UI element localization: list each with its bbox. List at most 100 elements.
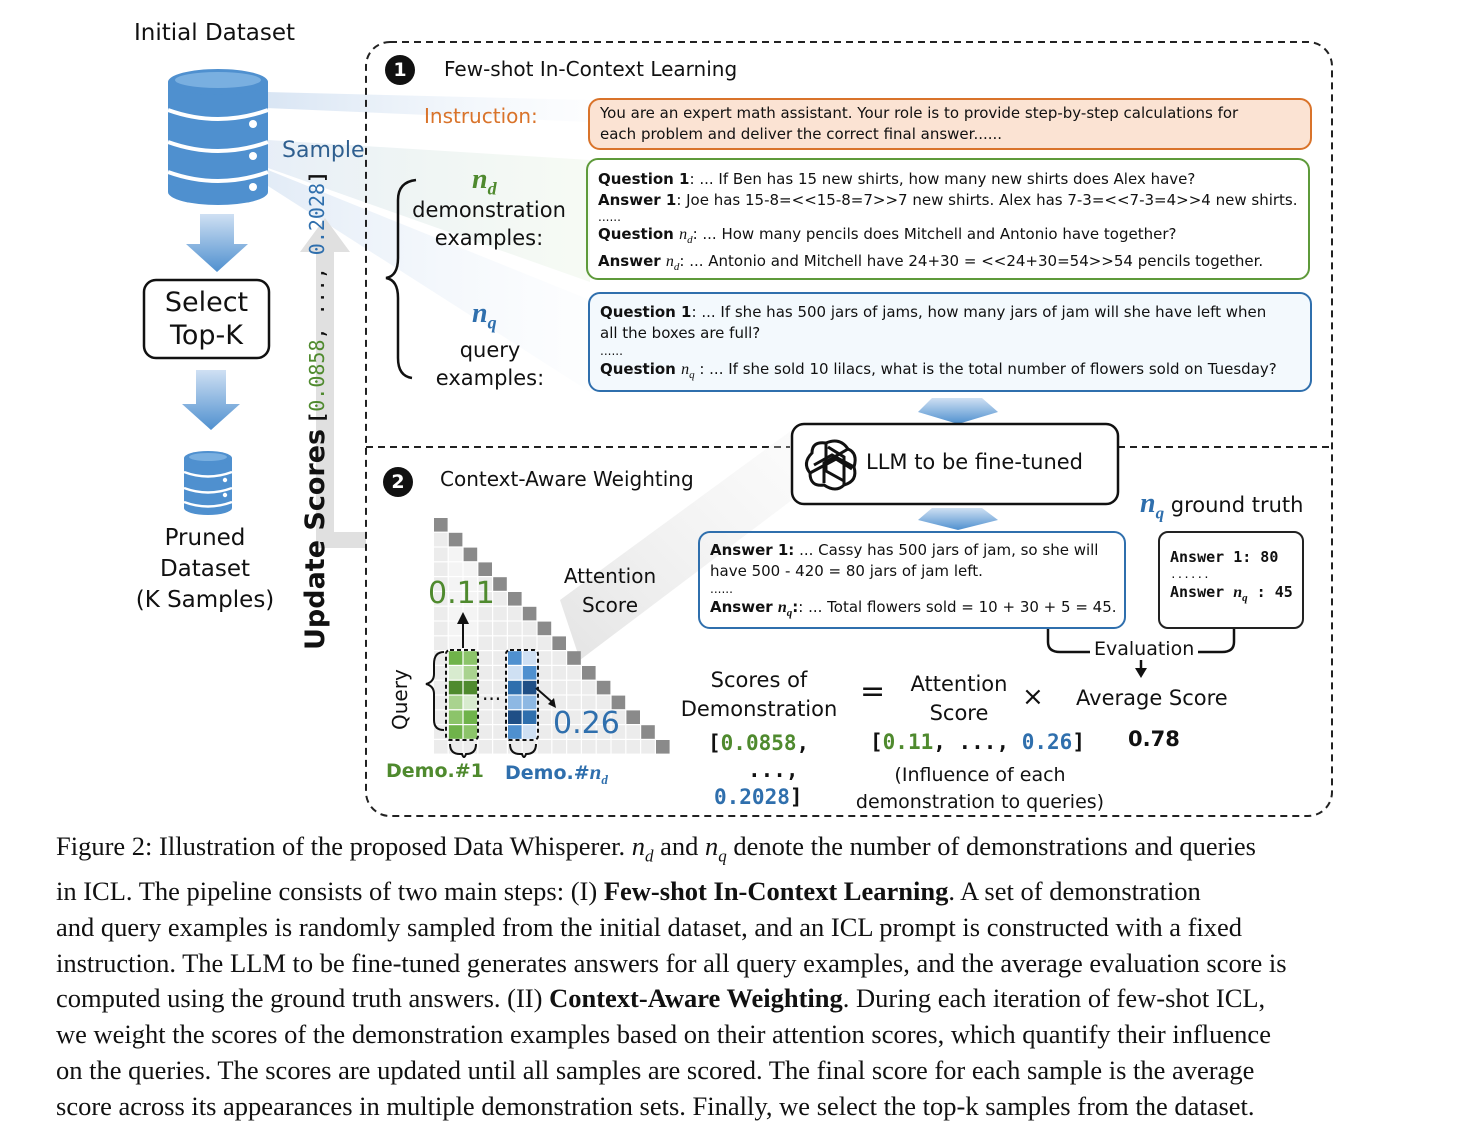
query-box: Question 1: ... If she has 500 jars of j… <box>588 292 1312 392</box>
caption-line: Figure 2: Illustration of the proposed D… <box>56 831 1256 866</box>
attention-cell <box>493 606 507 621</box>
attention-cell <box>448 606 463 621</box>
attention-cell <box>522 606 537 621</box>
equals-sign: = <box>860 674 886 709</box>
attention-cell <box>448 666 463 680</box>
attention-cell <box>493 636 507 650</box>
initial-dataset-label: Initial Dataset <box>134 20 296 46</box>
attention-cell <box>448 577 463 591</box>
attention-cell <box>611 695 626 710</box>
ground-truth-title: nq ground truth <box>1140 488 1304 523</box>
caption-line: and query examples is randomly sampled f… <box>56 911 1243 942</box>
attention-cell <box>463 606 478 621</box>
sample-beam-query <box>268 170 590 392</box>
attention-cell <box>522 666 537 680</box>
attention-cell <box>582 695 596 710</box>
attention-cell <box>626 725 640 739</box>
attention-cell <box>508 621 522 636</box>
attention-cell <box>448 532 463 547</box>
attention-cell <box>478 680 492 695</box>
attention-cell <box>567 710 581 724</box>
attention-cell <box>582 666 596 680</box>
attention-cell <box>448 695 463 710</box>
pruned-database-icon <box>183 451 233 515</box>
demond-column-box <box>505 649 539 741</box>
attention-cell <box>478 577 492 591</box>
attention-cell <box>537 666 552 680</box>
query-brace <box>425 651 445 731</box>
attention-cell <box>463 547 478 562</box>
generated-answers-box: Answer 1: ... Cassy has 500 jars of jam,… <box>698 531 1126 629</box>
demo1-column-box <box>445 649 479 741</box>
query-label: Query <box>388 669 412 730</box>
attention-cell <box>463 651 478 665</box>
attention-cell <box>508 695 522 710</box>
demonstration-box: Question 1: ... If Ben has 15 new shirts… <box>586 158 1310 280</box>
attention-cell <box>448 636 463 650</box>
attention-cell <box>567 666 581 680</box>
attention-cell <box>463 636 478 650</box>
attention-cell <box>448 592 463 606</box>
select-top-k-box <box>142 278 271 360</box>
attention-cell <box>478 621 492 636</box>
attention-cell <box>552 680 566 695</box>
nd-label: demonstration examples: <box>412 198 566 250</box>
attention-score-label: Attention Score <box>563 564 657 617</box>
times-sign: × <box>1022 682 1044 712</box>
attention-cell <box>596 725 611 739</box>
attention-cell <box>552 740 566 754</box>
attention-cell <box>463 577 478 591</box>
attention-cell <box>478 651 492 665</box>
attention-cell <box>463 695 478 710</box>
select-top-k-label: Select Top-K <box>164 287 249 351</box>
attention-cell <box>508 666 522 680</box>
attention-cell <box>582 725 596 739</box>
attention-cell <box>537 680 552 695</box>
attention-cell <box>493 651 507 665</box>
evaluation-label: Evaluation <box>1092 638 1197 660</box>
attention-cell <box>493 577 507 591</box>
attention-cell <box>448 680 463 695</box>
attention-cell <box>596 680 611 695</box>
attention-list: [0.11, ..., 0.26] <box>870 730 1085 754</box>
update-scores-arrow <box>300 218 366 548</box>
instruction-label: Instruction: <box>424 104 538 128</box>
attention-cell <box>478 710 492 724</box>
attention-cell <box>478 666 492 680</box>
llm-box <box>790 422 1120 506</box>
attention-cell <box>463 666 478 680</box>
attention-cell <box>493 710 507 724</box>
attention-value-green: 0.11 <box>428 576 495 611</box>
attention-cell <box>522 621 537 636</box>
attention-cell <box>522 636 537 650</box>
figure-caption: Figure 2: Illustration of the proposed D… <box>56 829 1420 1125</box>
sample-beam-instruction <box>266 92 590 122</box>
demond-label: Demo.#nd <box>505 760 608 788</box>
attention-matrix <box>434 518 670 754</box>
attention-cell <box>537 651 552 665</box>
attention-cell <box>508 651 522 665</box>
down-arrow-icon <box>182 370 240 430</box>
attention-cell <box>434 636 448 650</box>
attention-cell <box>656 740 670 754</box>
demo1-brace <box>449 743 477 758</box>
update-scores-label: Update Scores [0.0858, ..., 0.2028] <box>300 170 331 650</box>
attention-cell <box>434 592 448 606</box>
down-arrow-icon <box>1135 668 1147 678</box>
attention-cell <box>508 592 522 606</box>
attention-cell <box>537 695 552 710</box>
attention-cell <box>448 621 463 636</box>
attention-cell <box>626 710 640 724</box>
attention-cell <box>493 740 507 754</box>
examples-brace <box>385 178 417 380</box>
nq-symbol: nq <box>472 298 497 333</box>
nd-symbol: nd <box>472 164 497 199</box>
caption-line: instruction. The LLM to be fine-tuned ge… <box>56 947 1287 978</box>
attention-cell <box>567 740 581 754</box>
attention-cell <box>537 636 552 650</box>
average-score-label: Average Score <box>1076 686 1228 710</box>
attention-cell <box>567 695 581 710</box>
attention-cell <box>493 666 507 680</box>
caption-line: on the queries. The scores are updated u… <box>56 1055 1255 1086</box>
attention-cell <box>478 725 492 739</box>
